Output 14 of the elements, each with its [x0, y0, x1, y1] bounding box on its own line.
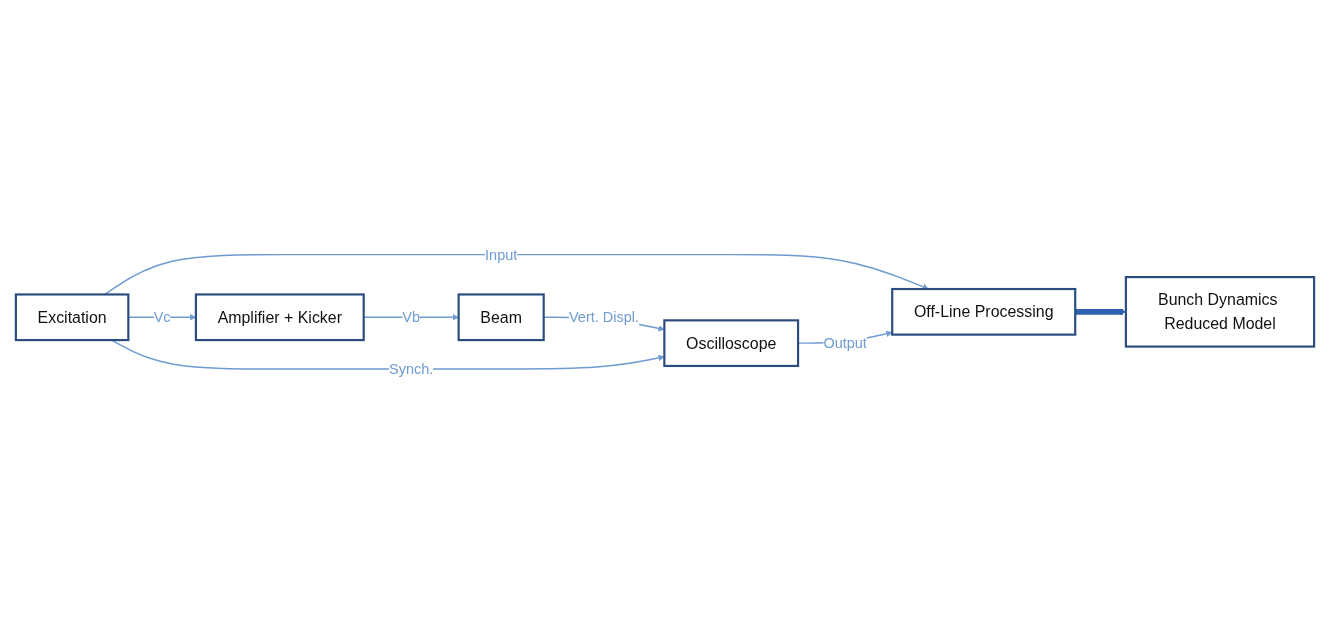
edge-label: Vc: [153, 308, 171, 325]
node-box: Off-Line Processing: [891, 287, 1077, 336]
node-box: Amplifier + Kicker: [194, 293, 365, 341]
arrow: [104, 253, 929, 295]
edge-label: Vert. Displ.: [569, 308, 640, 325]
node-box: Beam: [457, 293, 545, 341]
node-box: Excitation: [14, 293, 130, 341]
node-box: Bunch Dynamics Reduced Model: [1124, 275, 1316, 348]
edge-label: Input: [485, 246, 518, 263]
edge-label: Synch.: [389, 360, 434, 377]
arrow: [111, 339, 665, 370]
node-box: Oscilloscope: [663, 318, 800, 367]
edge-label: Output: [823, 334, 867, 351]
edge-label: Vb: [402, 308, 421, 325]
